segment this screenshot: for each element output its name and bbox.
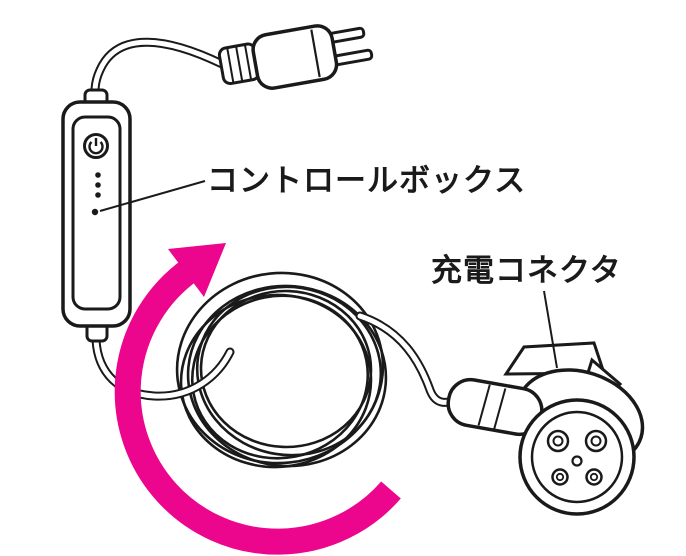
charging-connector — [446, 341, 645, 516]
plug-prong — [332, 48, 374, 67]
winding-arrow-arc — [114, 259, 401, 555]
cable-plug-to-box — [90, 37, 227, 111]
coil-loop — [190, 294, 370, 460]
coil-loop — [199, 289, 373, 449]
plug-body — [251, 24, 339, 90]
label-control-box: コントロールボックス — [207, 163, 526, 198]
control-box-panel — [71, 115, 122, 311]
cable-box-to-coil — [91, 335, 235, 401]
coil-loop — [195, 285, 383, 457]
plug-prong — [328, 26, 366, 44]
label-charge-connector: 充電コネクタ — [431, 253, 622, 288]
label-anchor-dot — [91, 208, 99, 216]
winding-arrowhead — [168, 243, 226, 297]
connector-pins — [546, 429, 608, 486]
control-box — [61, 88, 132, 343]
connector-face-inner-ring — [530, 410, 624, 504]
status-led-dots — [95, 172, 101, 198]
winding-direction-arrow — [114, 243, 401, 555]
plug-seam — [310, 29, 321, 78]
leader-line-control-box — [99, 180, 206, 212]
cable-coil — [175, 271, 388, 469]
power-plug — [217, 24, 374, 90]
power-icon — [83, 133, 109, 159]
leader-line-connector — [543, 290, 558, 369]
